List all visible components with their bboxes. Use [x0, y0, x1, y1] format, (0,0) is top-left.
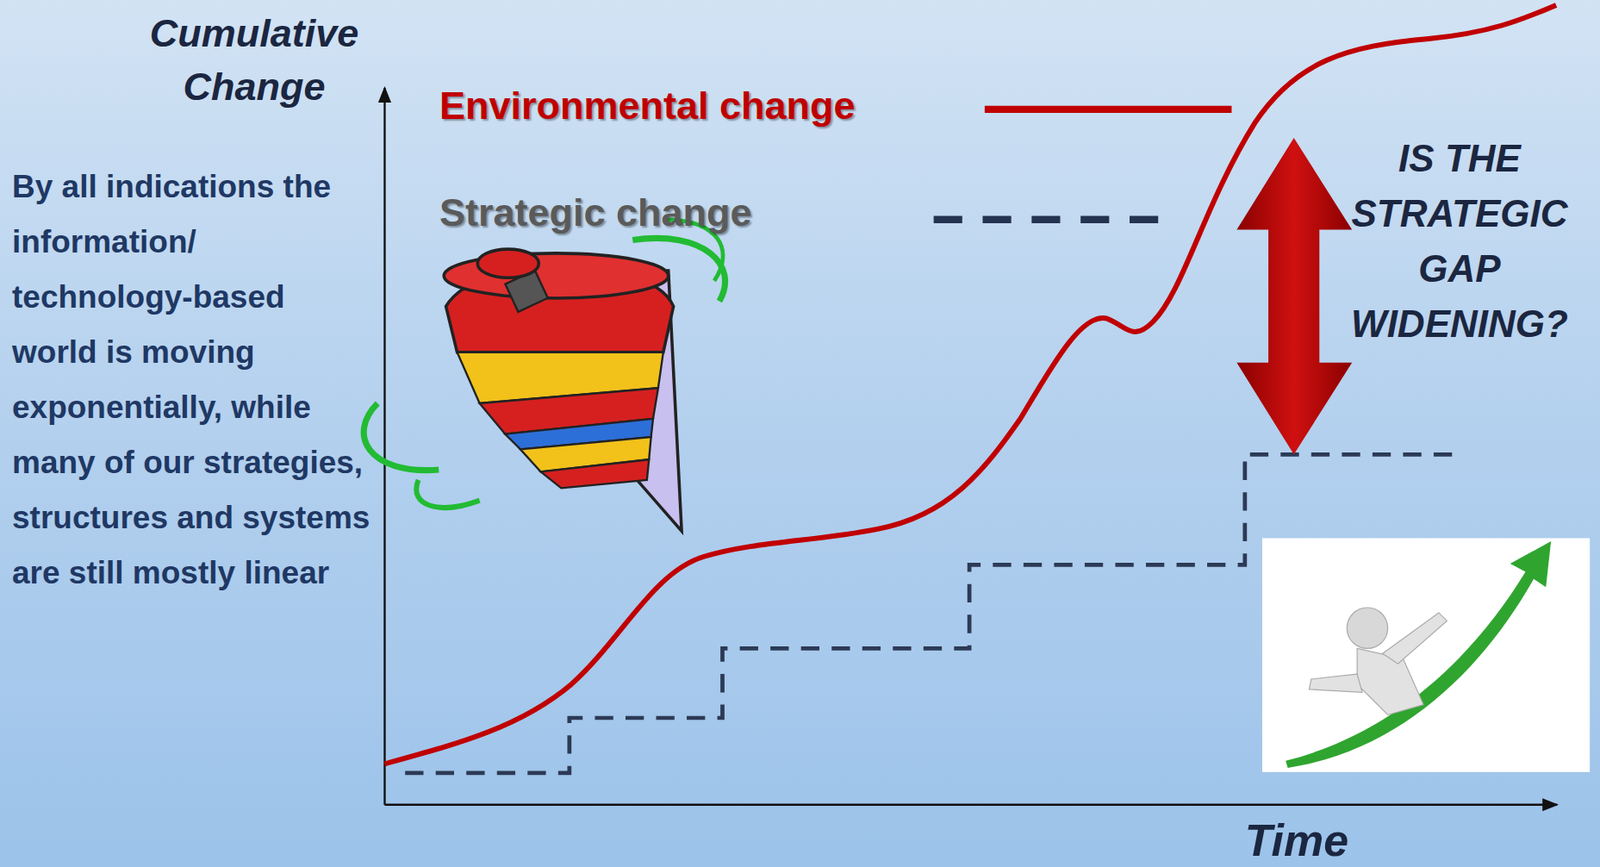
side-note: By all indications the information/ tech…: [12, 159, 374, 601]
gap-double-arrow: [1236, 137, 1352, 455]
x-axis: [384, 803, 1557, 806]
legend-dash-sample: [933, 216, 1169, 224]
spinning-top: [363, 219, 725, 531]
legend-text: Strategic change: [439, 190, 753, 236]
axis-label: Time: [1232, 815, 1362, 866]
legend-text: Environmental change: [439, 83, 856, 129]
legend-line-sample: [984, 105, 1233, 113]
rising-figure-picture: [1262, 537, 1590, 772]
axis-label: Cumulative Change: [86, 6, 423, 114]
gap-question: IS THE STRATEGIC GAP WIDENING?: [1326, 130, 1593, 352]
y-axis: [383, 87, 386, 805]
